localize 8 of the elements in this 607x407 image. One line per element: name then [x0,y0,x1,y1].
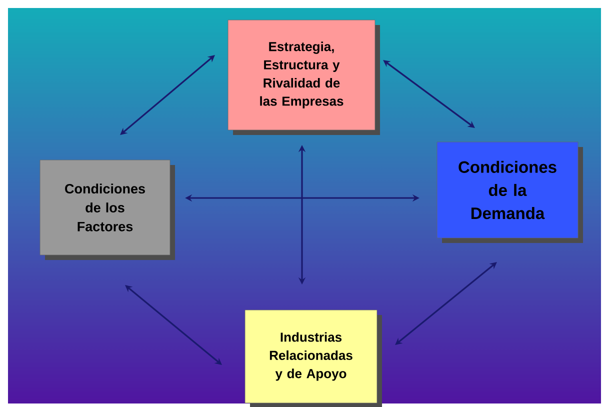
double-arrow [383,60,475,128]
factor-box: Condiciones de la Demanda [436,142,583,243]
factor-box: Industrias Relacionadas y de Apoyo [244,310,382,407]
double-arrow [120,55,215,135]
double-arrow [125,285,222,365]
factor-box: Condiciones de los Factores [40,160,175,260]
double-arrow [395,262,497,345]
factor-box: Estrategia, Estructura y Rivalidad de las Empresas [228,20,380,135]
